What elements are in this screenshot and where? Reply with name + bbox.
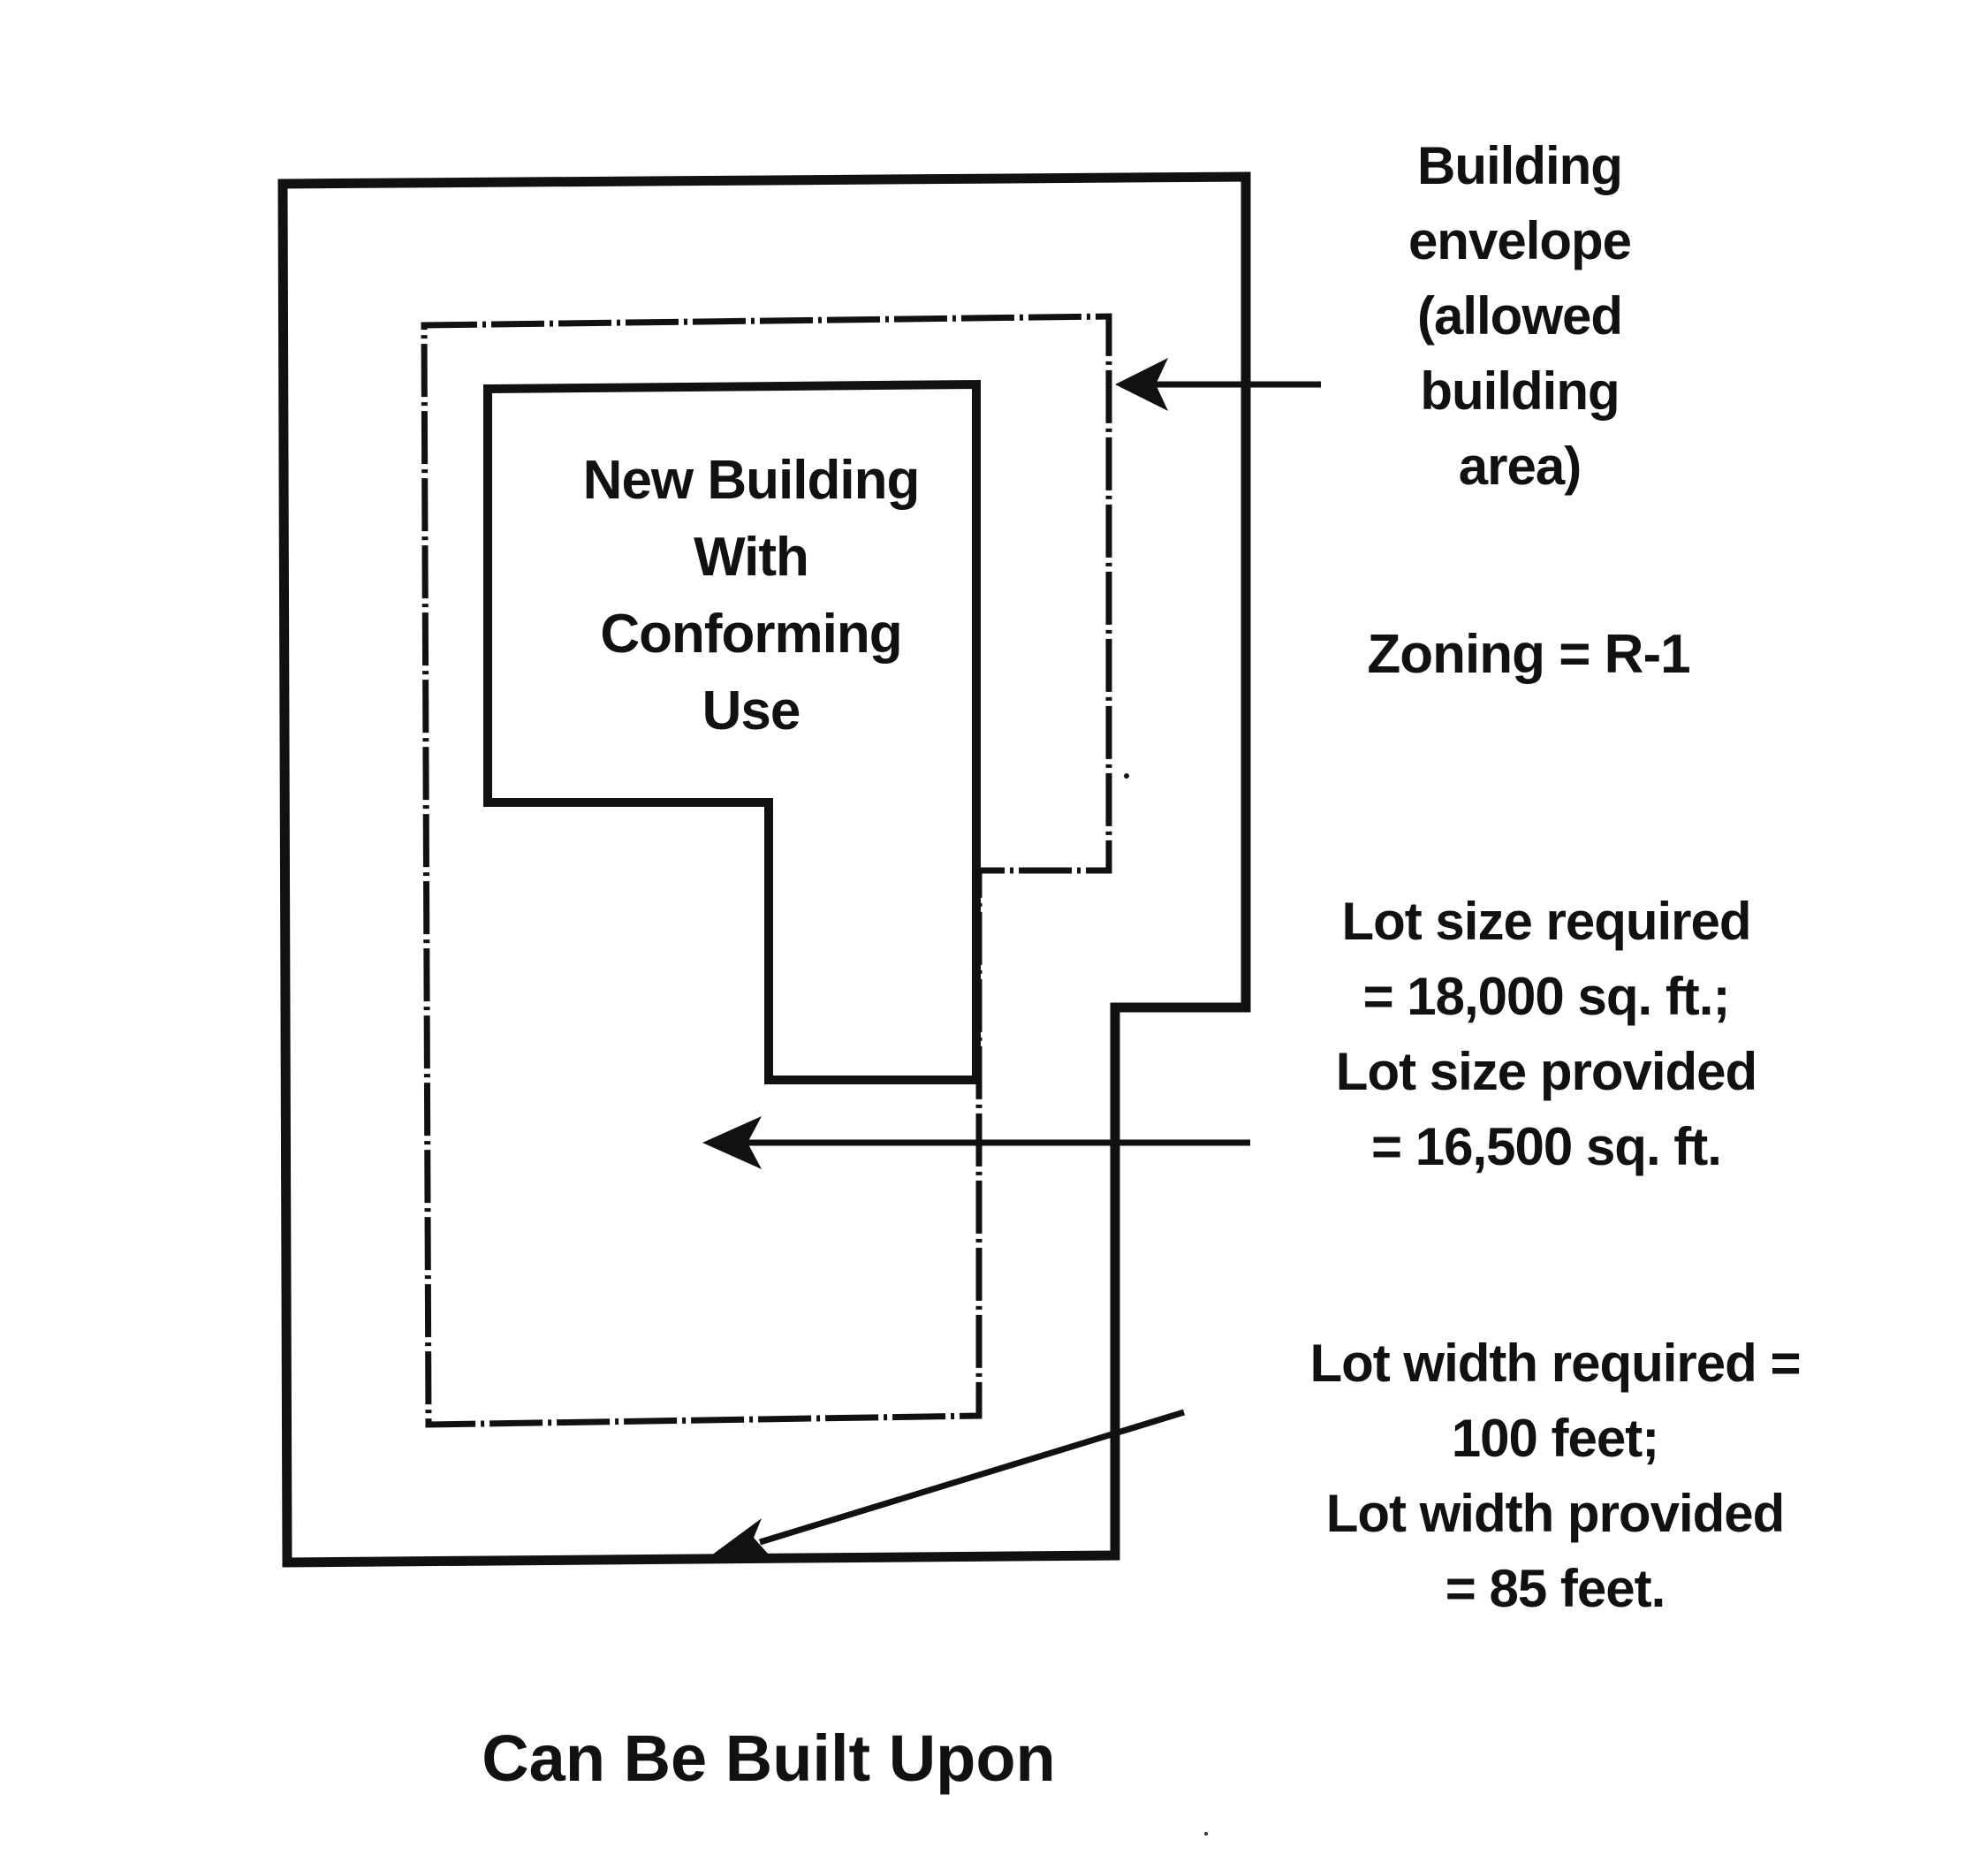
lot-size-label-line: Lot size required bbox=[1341, 892, 1751, 951]
new-building-label-line: New Building bbox=[582, 450, 921, 511]
building-envelope-label-line: area) bbox=[1458, 437, 1582, 496]
building-envelope-label-line: building bbox=[1420, 361, 1620, 421]
building-envelope-label-line: (allowed bbox=[1416, 286, 1623, 346]
building-envelope-label: Building envelope (allowed building area… bbox=[1325, 128, 1714, 504]
lot-size-arrow bbox=[702, 1116, 1250, 1169]
new-building-footprint bbox=[483, 379, 981, 1084]
new-building-label-line: With bbox=[694, 527, 809, 588]
new-building-label: New Building With Conforming Use bbox=[539, 442, 963, 749]
scan-speck bbox=[1124, 773, 1129, 779]
lot-size-label-line: = 18,000 sq. ft.; bbox=[1362, 967, 1731, 1026]
lot-width-label-line: Lot width required = bbox=[1309, 1334, 1801, 1393]
lot-width-label-line: Lot width provided bbox=[1325, 1484, 1786, 1543]
building-envelope-label-line: Building bbox=[1417, 136, 1623, 195]
building-envelope-label-line: envelope bbox=[1408, 211, 1632, 270]
diagram-caption: Can Be Built Upon bbox=[482, 1722, 1056, 1795]
new-building-label-line: Conforming bbox=[600, 604, 902, 665]
lot-size-label-line: Lot size provided bbox=[1335, 1042, 1757, 1101]
lot-size-label: Lot size required = 18,000 sq. ft.; Lot … bbox=[1255, 884, 1838, 1184]
zoning-label: Zoning = R-1 bbox=[1299, 617, 1758, 692]
envelope-arrow bbox=[1115, 358, 1321, 411]
zoning-label-text: Zoning = R-1 bbox=[1367, 624, 1690, 685]
scan-speck bbox=[1204, 1832, 1208, 1836]
lot-width-arrow bbox=[711, 1409, 1186, 1562]
lot-boundary bbox=[277, 171, 1251, 1568]
lot-width-label: Lot width required = 100 feet; Lot width… bbox=[1237, 1326, 1873, 1626]
lot-size-label-line: = 16,500 sq. ft. bbox=[1371, 1117, 1722, 1176]
new-building-label-line: Use bbox=[702, 680, 801, 741]
lot-width-label-line: = 85 feet. bbox=[1445, 1559, 1666, 1618]
lot-width-label-line: 100 feet; bbox=[1451, 1409, 1659, 1468]
